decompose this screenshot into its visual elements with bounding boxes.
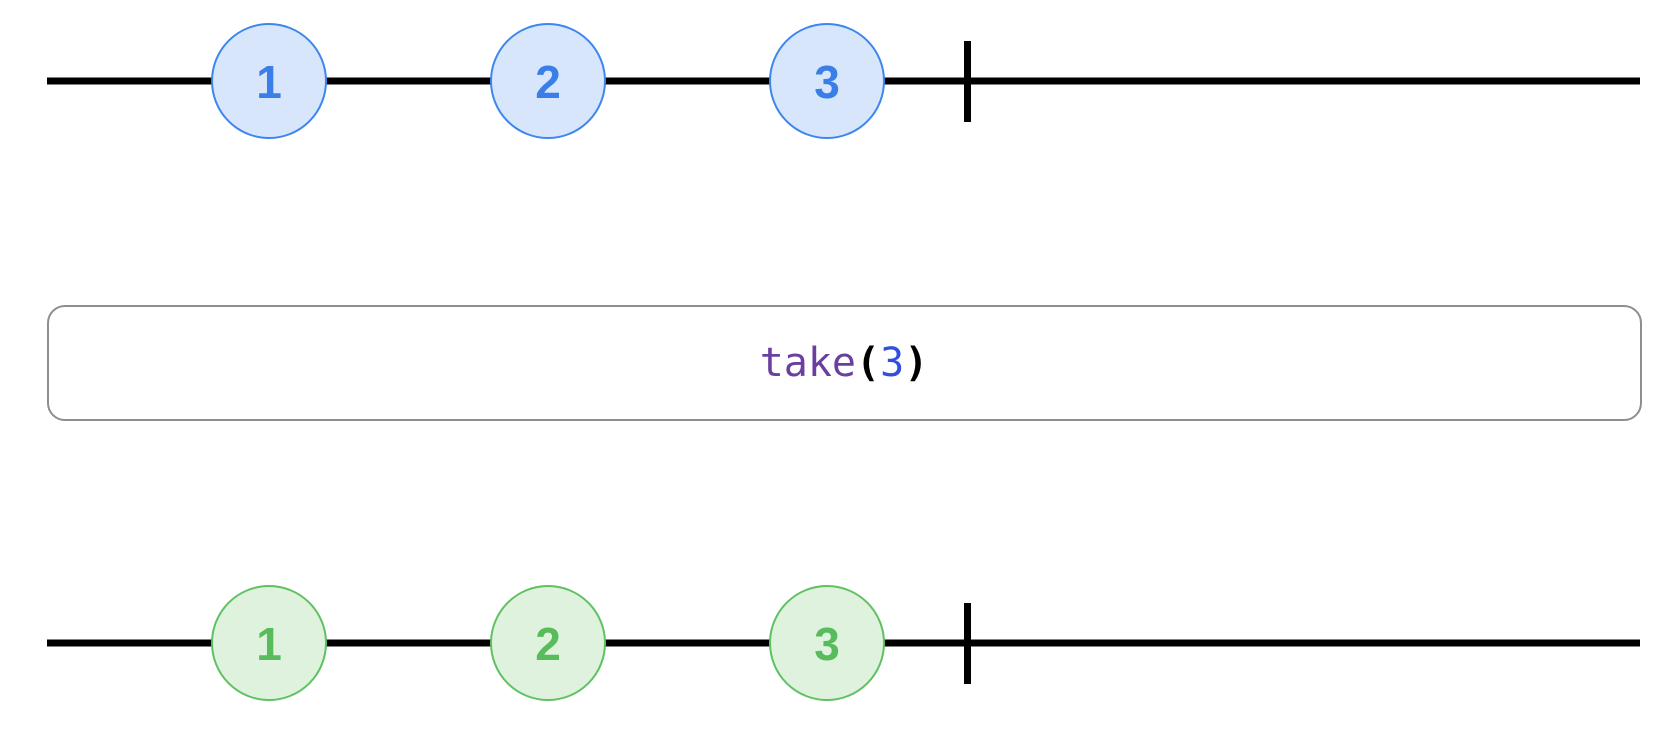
operator-close-paren: ) [904, 340, 928, 386]
operator-argument: 3 [880, 340, 904, 386]
input-marble-1: 1 [211, 23, 327, 139]
output-marble-circle [490, 585, 606, 701]
input-marble-label: 1 [256, 56, 282, 108]
input-marble-circle [769, 23, 885, 139]
input-stream: 1 2 3 [47, 23, 1640, 139]
output-marble-label: 2 [535, 618, 561, 670]
input-marble-circle [211, 23, 327, 139]
output-marble-2: 2 [490, 585, 606, 701]
input-marble-3: 3 [769, 23, 885, 139]
output-marble-1: 1 [211, 585, 327, 701]
operator-name: take [760, 340, 856, 386]
operator: take(3) [47, 305, 1642, 421]
operator-open-paren: ( [856, 340, 880, 386]
output-stream: 1 2 3 [47, 585, 1640, 701]
output-marble-circle [769, 585, 885, 701]
output-marble-3: 3 [769, 585, 885, 701]
output-marble-label: 3 [814, 618, 840, 670]
output-marble-circle [211, 585, 327, 701]
input-marble-circle [490, 23, 606, 139]
input-marble-2: 2 [490, 23, 606, 139]
output-marbles: 1 2 3 [211, 585, 885, 701]
operator-label: take(3) [760, 340, 929, 386]
input-marble-label: 3 [814, 56, 840, 108]
input-marbles: 1 2 3 [211, 23, 885, 139]
input-marble-label: 2 [535, 56, 561, 108]
operator-box [47, 305, 1642, 421]
output-marble-label: 1 [256, 618, 282, 670]
